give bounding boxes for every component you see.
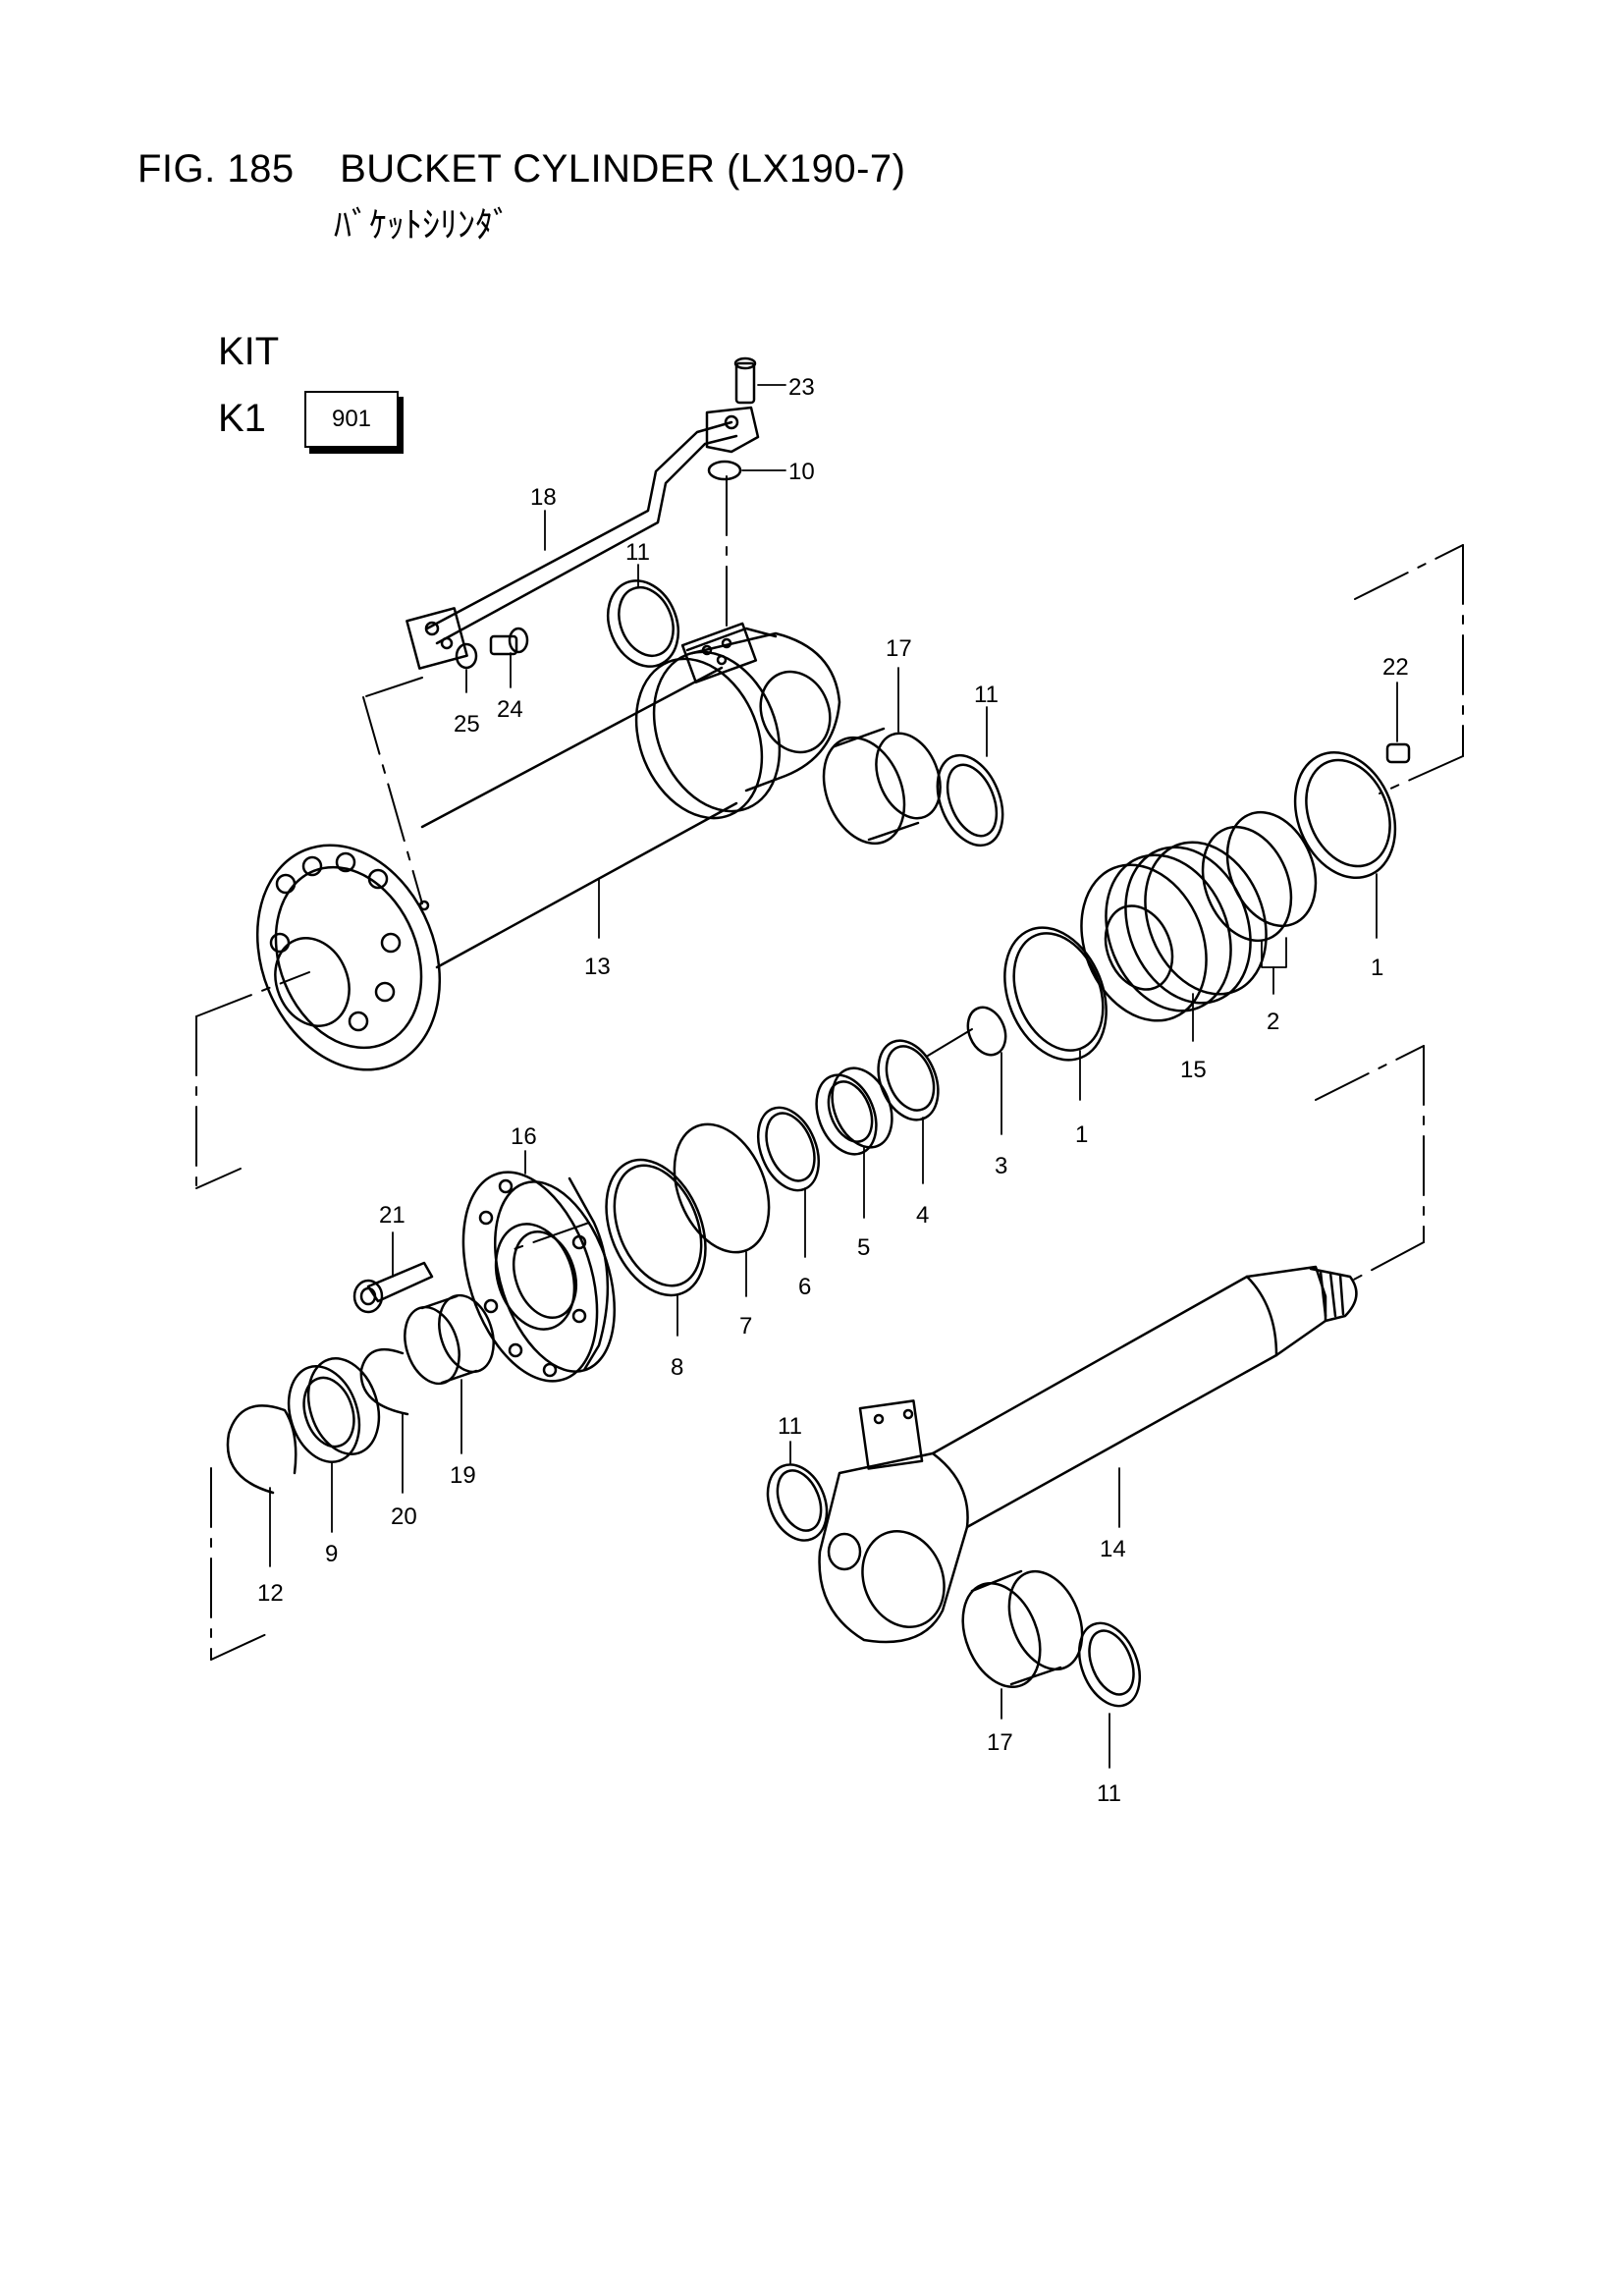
bolt-24[interactable] — [489, 627, 529, 656]
setscrew-22[interactable] — [1385, 742, 1411, 764]
pipe-18[interactable] — [406, 406, 760, 670]
part-label-15: 15 — [1180, 1057, 1207, 1083]
part-label-9: 9 — [325, 1541, 338, 1567]
part-label-8: 8 — [671, 1354, 683, 1381]
part-label-24: 24 — [497, 696, 523, 723]
part-label-23: 23 — [788, 374, 815, 401]
part-label-5: 5 — [857, 1234, 870, 1261]
oring-10[interactable] — [707, 460, 742, 481]
part-label-18: 18 — [530, 484, 557, 511]
ring-1-right[interactable] — [1277, 738, 1413, 893]
part-label-21: 21 — [379, 1202, 406, 1229]
part-label-16: 16 — [511, 1123, 537, 1150]
part-label-1-right: 1 — [1371, 955, 1383, 981]
part-label-19: 19 — [450, 1462, 476, 1489]
part-label-12: 12 — [257, 1580, 284, 1607]
bolt-23[interactable] — [733, 356, 757, 405]
bushing-19[interactable] — [396, 1288, 503, 1391]
bushing-17-top[interactable] — [809, 724, 952, 855]
part-label-10: 10 — [788, 459, 815, 485]
ring-8[interactable] — [587, 1145, 724, 1310]
part-label-11-bottom: 11 — [1097, 1780, 1121, 1807]
kit-heading: KIT — [218, 330, 280, 373]
ring-4[interactable] — [867, 1032, 948, 1129]
page-subtitle: ﾊﾞｹｯﾄｼﾘﾝﾀﾞ — [334, 204, 511, 245]
part-label-17-top: 17 — [886, 635, 912, 662]
kit-k1-box-text: 901 — [331, 406, 372, 432]
seal-11-right[interactable] — [925, 745, 1015, 854]
part-label-4: 4 — [916, 1202, 929, 1229]
bushing-11-top[interactable] — [596, 571, 691, 678]
piston-15[interactable] — [1059, 824, 1288, 1039]
part-label-7: 7 — [739, 1313, 752, 1339]
ring-1-center[interactable] — [986, 912, 1124, 1075]
part-label-11-right: 11 — [974, 682, 999, 708]
leader-lines — [269, 384, 1398, 1769]
part-label-14: 14 — [1100, 1536, 1126, 1562]
part-label-6: 6 — [798, 1274, 811, 1300]
kit-k1-label: K1 — [218, 397, 266, 440]
bushing-17-rod[interactable] — [948, 1560, 1096, 1698]
seal-11-rod[interactable] — [757, 1455, 838, 1549]
part-label-1-center: 1 — [1075, 1121, 1088, 1148]
ring-5[interactable] — [805, 1060, 902, 1164]
rod-14[interactable] — [818, 1265, 1358, 1644]
part-label-11-top: 11 — [625, 539, 650, 566]
seal-9[interactable] — [277, 1349, 391, 1471]
part-label-17-rod: 17 — [987, 1729, 1013, 1756]
seal-11-bottom[interactable] — [1068, 1614, 1152, 1716]
cylinder-tube-13[interactable] — [225, 622, 841, 1097]
gland-16[interactable] — [439, 1155, 636, 1398]
oring-25[interactable] — [455, 642, 478, 670]
part-label-22: 22 — [1382, 654, 1409, 681]
ring-7[interactable] — [657, 1110, 787, 1266]
oring-3[interactable] — [961, 1002, 1012, 1061]
part-label-3: 3 — [995, 1153, 1007, 1179]
part-label-25: 25 — [454, 711, 480, 738]
bolt-21[interactable] — [352, 1261, 434, 1314]
page-title: FIG. 185 BUCKET CYLINDER (LX190-7) — [137, 147, 906, 191]
assembly-lines — [195, 475, 1464, 1661]
part-label-13: 13 — [584, 954, 611, 980]
part-label-2: 2 — [1267, 1009, 1279, 1035]
part-label-11-rod: 11 — [778, 1413, 802, 1440]
part-labels: 23 10 18 11 17 11 25 24 22 13 1 2 15 1 3… — [257, 374, 1409, 1807]
ring-12[interactable] — [226, 1404, 298, 1495]
kit-k1-box[interactable]: 901 — [304, 391, 399, 448]
part-label-20: 20 — [391, 1503, 417, 1530]
